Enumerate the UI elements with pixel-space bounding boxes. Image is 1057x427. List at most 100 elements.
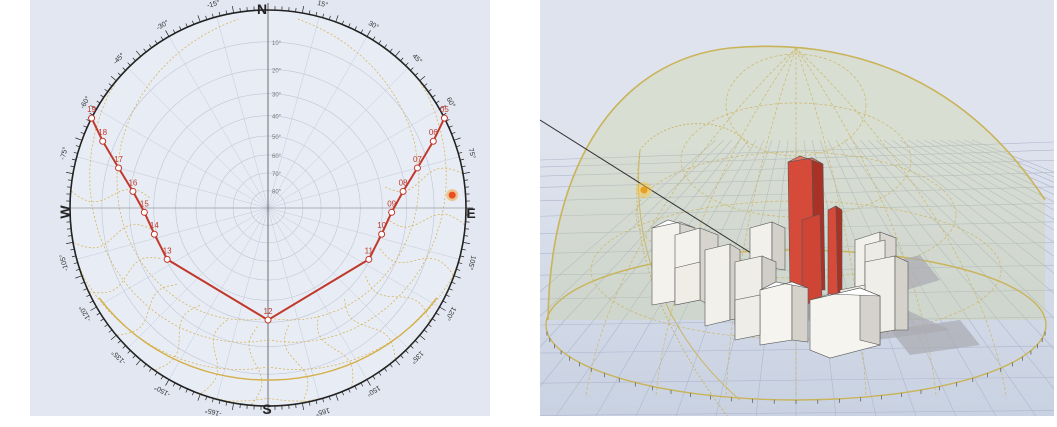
azimuth-tick <box>419 335 426 341</box>
azimuth-tick <box>400 57 404 62</box>
altitude-label: 20° <box>272 68 282 74</box>
south-label: S <box>262 401 271 416</box>
azimuth-tick <box>461 248 466 251</box>
azimuth-tick <box>211 398 214 403</box>
azimuth-tick <box>90 105 97 110</box>
hour-analemma <box>379 248 455 276</box>
azimuth-tick <box>179 385 182 390</box>
azimuth-tick <box>410 345 414 349</box>
azimuth-tick <box>132 57 136 62</box>
azimuth-tick <box>172 29 176 34</box>
azimuth-tick <box>225 401 228 406</box>
hour-analemma <box>385 167 464 192</box>
ground-grid-line <box>931 139 1054 203</box>
azimuth-label: 165° <box>314 406 330 416</box>
azimuth-tick <box>423 83 428 87</box>
hour-label: 10 <box>377 221 386 230</box>
hour-marker <box>99 137 107 145</box>
hour-marker <box>388 208 396 216</box>
azimuth-tick <box>427 88 432 92</box>
azimuth-tick <box>456 268 461 271</box>
azimuth-tick <box>302 6 304 14</box>
sun-path-grid: 10°20°30°40°50°60°70°80° <box>69 10 467 407</box>
azimuth-tick <box>302 402 304 410</box>
azimuth-tick <box>197 393 201 401</box>
hour-analemma <box>365 276 431 322</box>
azimuth-label: -135° <box>110 348 128 366</box>
sun-icon <box>640 186 648 194</box>
azimuth-tick <box>341 20 344 25</box>
azimuth-tick <box>89 300 94 304</box>
azimuth-tick <box>360 29 364 34</box>
hour-marker <box>378 230 386 238</box>
azimuth-tick <box>395 50 401 57</box>
hour-marker <box>129 187 137 195</box>
azimuth-label: -15° <box>206 0 221 10</box>
azimuth-tick <box>451 281 456 284</box>
azimuth-tick <box>232 402 234 410</box>
azimuth-tick <box>122 345 126 349</box>
azimuth-tick <box>419 75 426 81</box>
azimuth-spoke <box>267 207 440 308</box>
perspective-sunpath-panel <box>540 0 1054 416</box>
azimuth-tick <box>122 67 126 71</box>
hour-label: 15 <box>140 199 149 208</box>
azimuth-tick <box>75 268 80 271</box>
azimuth-tick <box>322 13 325 18</box>
azimuth-tick <box>427 324 432 328</box>
azimuth-tick <box>70 248 75 251</box>
ground-grid-line <box>540 376 1054 384</box>
azimuth-tick <box>70 165 75 168</box>
hour-analemma <box>200 319 228 395</box>
azimuth-tick <box>239 7 241 12</box>
azimuth-label: 105° <box>466 255 478 271</box>
azimuth-tick <box>135 50 141 57</box>
azimuth-tick <box>205 15 208 20</box>
altitude-label: 60° <box>272 154 282 160</box>
dome-meridian <box>655 47 797 396</box>
ground-grid-line <box>915 139 1054 220</box>
azimuth-tick <box>460 158 465 161</box>
azimuth-label: -105° <box>58 253 70 272</box>
azimuth-tick <box>464 179 469 181</box>
hour-analemma <box>88 257 161 294</box>
building-massing <box>651 155 909 359</box>
azimuth-tick <box>89 112 94 116</box>
azimuth-label: -120° <box>78 304 93 323</box>
azimuth-spoke <box>127 67 269 209</box>
azimuth-tick <box>73 151 78 154</box>
azimuth-tick <box>160 36 164 41</box>
azimuth-tick <box>335 15 339 23</box>
azimuth-label: 45° <box>411 52 424 65</box>
hour-analemma <box>72 224 151 249</box>
hour-label: 12 <box>264 307 273 316</box>
azimuth-tick <box>104 88 109 92</box>
winter-solstice-path <box>98 297 438 381</box>
ground-grid-line <box>907 139 1054 231</box>
hour-analemma <box>70 188 150 203</box>
hour-label: 14 <box>150 221 159 230</box>
azimuth-label: -45° <box>111 51 126 66</box>
azimuth-tick <box>192 20 195 25</box>
date-line <box>89 12 447 343</box>
azimuth-tick <box>453 137 461 141</box>
azimuth-label: -30° <box>155 18 170 31</box>
azimuth-tick <box>148 367 152 372</box>
altitude-label: 80° <box>272 190 282 196</box>
azimuth-spoke <box>267 67 409 209</box>
azimuth-tick <box>431 318 436 322</box>
hour-analemma <box>386 213 466 228</box>
ground-grid-line <box>899 139 1054 243</box>
azimuth-tick <box>315 400 318 405</box>
azimuth-tick <box>445 294 450 297</box>
azimuth-tick <box>384 44 388 49</box>
hour-label: 13 <box>163 246 172 255</box>
azimuth-spoke <box>168 207 269 380</box>
ground-grid-line <box>540 139 733 348</box>
azimuth-tick <box>448 125 453 128</box>
azimuth-tick <box>179 26 182 31</box>
azimuth-tick <box>127 62 131 66</box>
azimuth-tick <box>143 48 147 53</box>
azimuth-tick <box>341 391 344 396</box>
north-label: N <box>257 1 267 17</box>
